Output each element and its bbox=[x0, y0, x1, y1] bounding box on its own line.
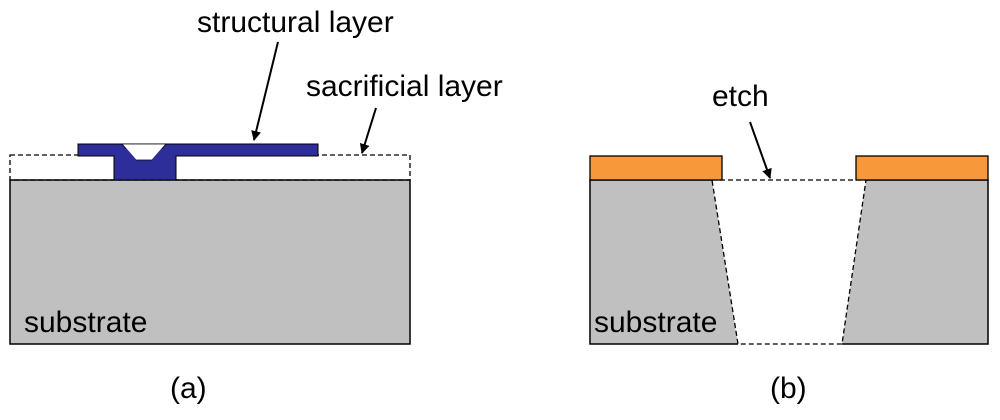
structural-layer bbox=[77, 143, 319, 181]
panel-b: etch substrate (b) bbox=[589, 80, 989, 405]
structural-layer-label: structural layer bbox=[197, 6, 394, 39]
etch-arrow bbox=[749, 121, 772, 179]
etch-cavity bbox=[711, 179, 867, 345]
etch-label: etch bbox=[712, 80, 769, 113]
sacrificial-layer-label: sacrificial layer bbox=[306, 70, 503, 103]
structural-anchor-fill bbox=[126, 148, 162, 168]
mask-pad-right bbox=[855, 155, 989, 181]
caption-b: (b) bbox=[770, 372, 807, 405]
sacrificial-layer bbox=[9, 154, 411, 181]
structural-layer-arrow bbox=[251, 41, 279, 141]
substrate-block-b-left bbox=[590, 180, 738, 344]
sacrificial-layer-arrow bbox=[359, 107, 377, 154]
substrate-label-a: substrate bbox=[24, 306, 147, 339]
substrate-block-b-right bbox=[842, 180, 988, 344]
substrate-label-b: substrate bbox=[594, 306, 717, 339]
panel-a: structural layer sacrificial layer subst… bbox=[9, 6, 503, 405]
caption-a: (a) bbox=[170, 372, 207, 405]
substrate-block-a bbox=[9, 179, 411, 345]
mask-pad-left bbox=[589, 155, 723, 181]
